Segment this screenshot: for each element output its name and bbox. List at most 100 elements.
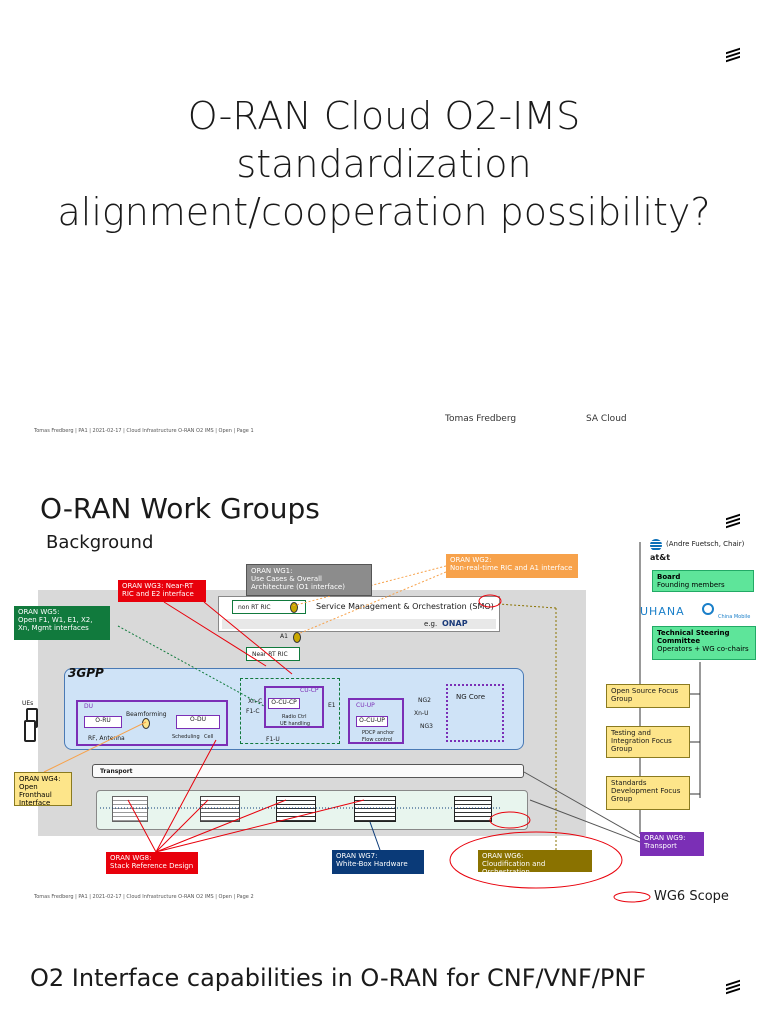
onap-bar <box>222 619 496 629</box>
ng3-label: NG3 <box>420 723 433 730</box>
f1-c-label: F1-C <box>246 708 260 715</box>
scheduling-label: Scheduling <box>172 734 200 740</box>
osfg-box: Open Source Focus Group <box>606 684 690 708</box>
onap-logo: ONAP <box>442 619 468 628</box>
tsc-label: Technical Steering Committee <box>657 629 730 645</box>
server-rack-icon <box>276 796 316 822</box>
pdcp-label: PDCP anchor <box>362 730 395 736</box>
china-mobile-label: China Mobile <box>718 614 751 620</box>
ng-core-label: NG Core <box>456 693 486 701</box>
wg3-name: ORAN WG3: <box>122 582 164 590</box>
threegpp-logo: 3GPP <box>68 666 104 680</box>
wg1-box: ORAN WG1: Use Cases & Overall Architectu… <box>246 564 372 596</box>
o-cu-up-label: O-CU-UP <box>359 717 385 724</box>
wg5-desc: Open F1, W1, E1, X2, Xn, Mgmt interfaces <box>18 616 93 632</box>
wg6-desc: Cloudification and Orchestration <box>482 860 546 876</box>
o-ru-box: O-RU <box>84 716 122 728</box>
cu-up-label: CU-UP <box>356 702 375 709</box>
slide1-title-line-3: alignment/cooperation possibility? <box>57 190 711 234</box>
ng2-label: NG2 <box>418 697 431 704</box>
ng-core-box <box>446 684 504 742</box>
a1-label: A1 <box>280 633 288 640</box>
sdfg-label: Standards Development Focus Group <box>611 779 681 803</box>
wg9-box: ORAN WG9: Transport <box>640 832 704 856</box>
slide2-title: O-RAN Work Groups <box>40 492 320 525</box>
wg3-desc: Near-RT RIC and E2 interface <box>122 582 194 598</box>
osfg-label: Open Source Focus Group <box>611 687 679 703</box>
wg4-box: ORAN WG4: Open Fronthaul Interface <box>14 772 72 807</box>
smo-label: Service Management & Orchestration (SMO) <box>316 602 494 611</box>
cu-up-box <box>348 698 404 744</box>
o-cu-cp-label: O-CU-CP <box>271 699 297 706</box>
slide1-presenter: Tomas Fredberg <box>445 414 517 424</box>
server-rack-icon <box>454 796 492 822</box>
wg9-name: ORAN WG9: <box>644 834 686 842</box>
wg2-box: ORAN WG2: Non-real-time RIC and A1 inter… <box>446 554 578 578</box>
transport-label: Transport <box>100 768 133 775</box>
wg8-box: ORAN WG8: Stack Reference Design <box>106 852 198 874</box>
wg3-box: ORAN WG3: Near-RT RIC and E2 interface <box>118 580 206 602</box>
board-label: Board <box>657 573 681 581</box>
att-globe-icon <box>650 539 662 551</box>
slide2-footer: Tomas Fredberg | PA1 | 2021-02-17 | Clou… <box>34 894 254 900</box>
china-mobile-icon <box>702 603 714 615</box>
server-rack-icon <box>200 796 240 822</box>
slide1-footer: Tomas Fredberg | PA1 | 2021-02-17 | Clou… <box>34 428 254 434</box>
att-logo: at&t <box>650 553 671 562</box>
wg4-name: ORAN WG4: <box>19 775 61 783</box>
wg5-name: ORAN WG5: <box>18 608 60 616</box>
f1-u-label: F1-U <box>266 736 280 743</box>
cell-label: Cell <box>204 734 214 740</box>
du-box <box>76 700 228 746</box>
flow-control-label: Flow control <box>362 737 393 743</box>
non-rt-ric-label: non RT RIC <box>238 604 271 611</box>
ues-label: UEs <box>22 700 34 707</box>
wg2-name: ORAN WG2: <box>450 556 492 564</box>
xn-u-label: Xn-U <box>414 710 429 717</box>
wg7-name: ORAN WG7: <box>336 852 378 860</box>
phone-icon <box>24 720 36 742</box>
rf-antenna-label: RF, Antenna <box>88 735 125 742</box>
slide1-title-line-1: O-RAN Cloud O2-IMS <box>187 94 581 138</box>
wg7-desc: White-Box Hardware <box>336 860 408 868</box>
uhana-logo: UHANA <box>640 605 685 618</box>
non-rt-ric-box <box>232 600 306 614</box>
att-chair-note: (Andre Fuetsch, Chair) <box>666 540 745 548</box>
board-box: Board Founding members <box>652 570 754 592</box>
e1-label: E1 <box>328 702 336 709</box>
interface-marker <box>293 632 301 643</box>
slide1-title-line-2: standardization <box>236 142 532 186</box>
wg4-desc: Open Fronthaul Interface <box>19 783 52 807</box>
wg6-scope-legend: WG6 Scope <box>654 889 729 904</box>
board-sub: Founding members <box>657 581 725 589</box>
wg8-desc: Stack Reference Design <box>110 862 194 870</box>
wg7-box: ORAN WG7: White-Box Hardware <box>332 850 424 874</box>
cu-cp-box <box>264 686 324 728</box>
beamforming-label: Beamforming <box>126 711 167 718</box>
wg8-name: ORAN WG8: <box>110 854 152 862</box>
o-du-label: O-DU <box>189 716 207 723</box>
o-cu-up-box: O-CU-UP <box>356 716 388 727</box>
tifg-label: Testing and Integration Focus Group <box>611 729 672 753</box>
server-rack-icon <box>112 796 148 822</box>
wg9-desc: Transport <box>644 842 677 850</box>
ue-handling-label: UE handling <box>280 721 311 727</box>
near-rt-ric-label: Near RT RIC <box>252 651 288 658</box>
tsc-box: Technical Steering Committee Operators +… <box>652 626 756 660</box>
o-ru-label: O-RU <box>95 717 111 724</box>
slide2-subtitle: Background <box>46 532 154 553</box>
du-label: DU <box>84 703 94 710</box>
wg6-name: ORAN WG6: <box>482 852 524 860</box>
sdfg-box: Standards Development Focus Group <box>606 776 690 810</box>
slide1-title: O-RAN Cloud O2-IMS standardization align… <box>0 92 768 236</box>
cu-cp-dashed <box>240 678 340 744</box>
wg2-desc: Non-real-time RIC and A1 interface <box>450 564 573 572</box>
interface-marker <box>290 602 298 613</box>
tifg-box: Testing and Integration Focus Group <box>606 726 690 758</box>
transport-bar <box>92 764 524 778</box>
wg6-box: ORAN WG6: Cloudification and Orchestrati… <box>478 850 592 876</box>
o-cu-cp-box: O-CU-CP <box>268 698 300 709</box>
cu-cp-label: CU-CP <box>300 687 319 694</box>
radio-ctrl-label: Radio Ctrl <box>282 714 307 720</box>
